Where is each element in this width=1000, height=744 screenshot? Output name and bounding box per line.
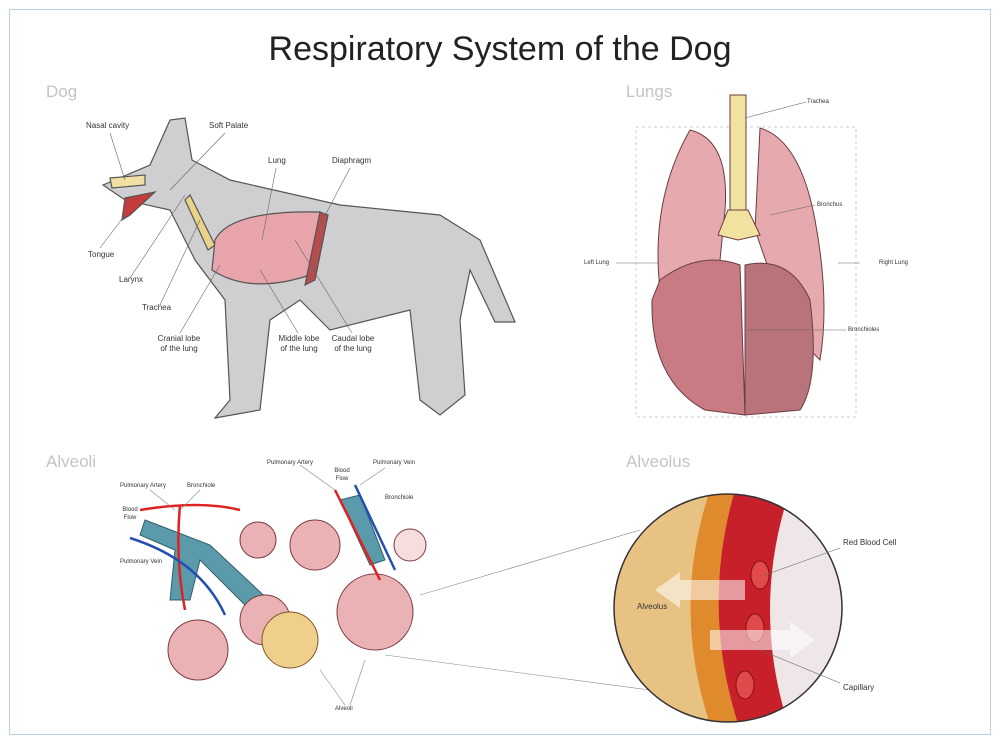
label-lung: Lung: [268, 156, 286, 165]
label-larynx: Larynx: [119, 275, 144, 284]
frame-border: [9, 9, 991, 735]
label-trachea: Trachea: [142, 303, 172, 312]
label-pulmonary-artery-1: Pulmonary Artery: [120, 483, 167, 489]
label-soft-palate: Soft Palate: [209, 121, 249, 130]
section-dog: Dog: [46, 82, 78, 101]
dog-illustration: [101, 117, 516, 419]
label-bronchiole-2: Bronchiole: [385, 495, 414, 501]
label-capillary: Capillary: [843, 683, 875, 692]
label-left-lung: Left Lung: [584, 260, 610, 266]
label-caudal-lobe: Caudal lobe of the lung: [331, 334, 375, 353]
section-alveoli: Alveoli: [46, 452, 97, 471]
label-cranial-lobe: Cranial lobe of the lung: [157, 334, 201, 353]
alveolus-illustration: [613, 493, 843, 723]
label-diaphragm: Diaphragm: [332, 156, 372, 165]
label-alveolus: Alveolus: [637, 602, 668, 611]
lungs-illustration: [651, 94, 825, 416]
section-lungs: Lungs: [626, 82, 673, 101]
label-lungs-trachea: Trachea: [807, 99, 829, 105]
label-pulmonary-artery-2: Pulmonary Artery: [267, 460, 314, 466]
label-nasal-cavity: Nasal cavity: [86, 121, 130, 130]
section-alveolus: Alveolus: [626, 452, 691, 471]
label-bronchioles: Bronchioles: [848, 327, 880, 333]
label-blood-flow-2: Blood Flow: [334, 468, 350, 482]
label-pulmonary-vein-2: Pulmonary Vein: [373, 460, 416, 466]
label-bronchiole-1: Bronchiole: [187, 483, 216, 489]
label-tongue: Tongue: [88, 250, 115, 259]
label-pulmonary-vein-1: Pulmonary Vein: [120, 559, 163, 565]
label-bronchus: Bronchus: [817, 202, 843, 208]
page-title: Respiratory System of the Dog: [268, 30, 732, 68]
alveoli-illustration: [129, 484, 427, 681]
label-blood-flow-1: Blood Flow: [122, 507, 138, 521]
label-middle-lobe: Middle lobe of the lung: [278, 334, 320, 353]
label-alveoli: Alveoli: [335, 706, 353, 712]
label-right-lung: Right Lung: [879, 260, 909, 266]
label-red-blood-cell: Red Blood Cell: [843, 538, 897, 547]
